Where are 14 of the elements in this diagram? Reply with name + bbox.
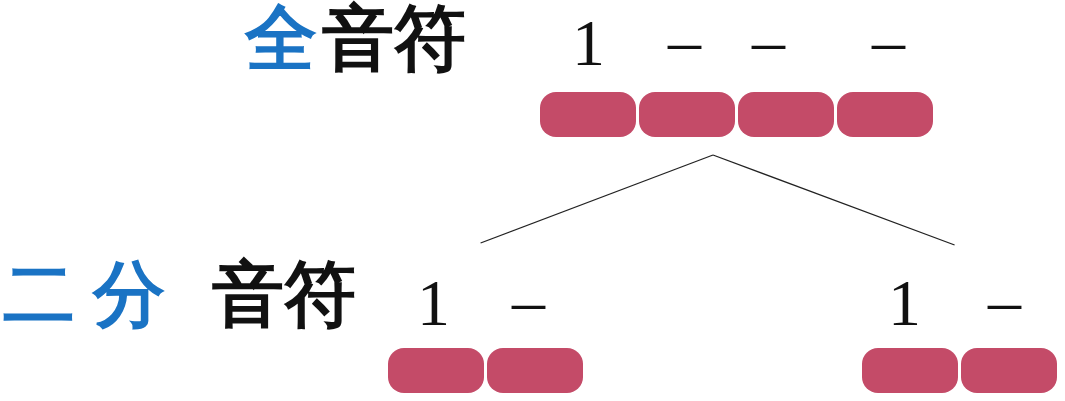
heading-text: 二分: [3, 258, 183, 330]
note-number: 1: [572, 10, 605, 76]
note-number: 1: [888, 270, 921, 336]
note-dash: –: [872, 8, 905, 74]
note-number: 1: [417, 270, 450, 336]
note-dash: –: [988, 268, 1021, 334]
note-dash: –: [512, 268, 545, 334]
note-dash: –: [668, 8, 701, 74]
connector-line: [712, 154, 956, 246]
heading-text: 音符: [322, 2, 466, 74]
heading-text: 全: [245, 2, 317, 74]
connector-line: [479, 154, 714, 244]
heading-text: 音符: [212, 258, 356, 330]
note-dash: –: [752, 8, 785, 74]
